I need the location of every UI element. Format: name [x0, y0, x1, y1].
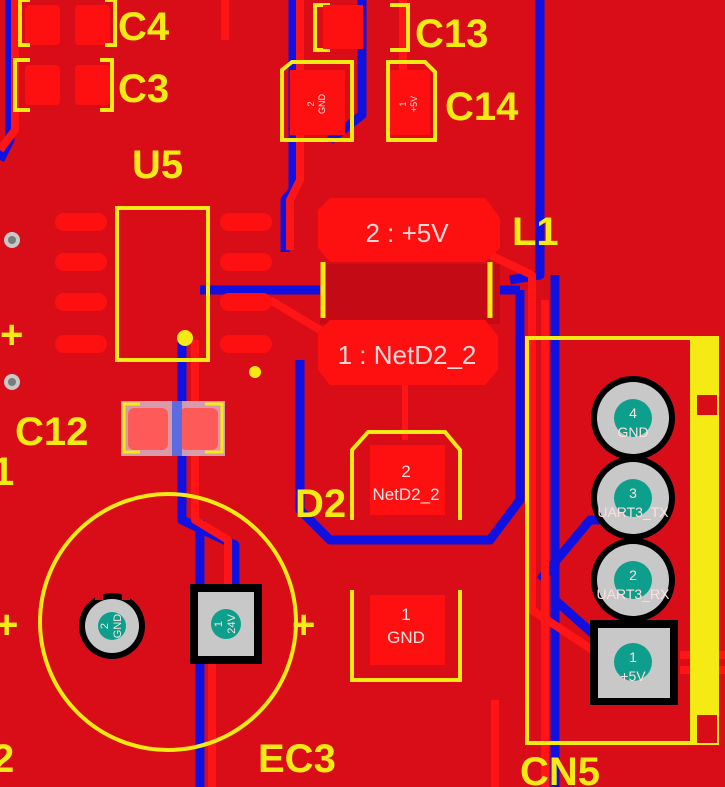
cn5-pad3-net: UART3_TX [597, 504, 669, 520]
cn5-pad4-net: GND [617, 424, 648, 440]
c13-pad-2: 2 GND [280, 60, 354, 142]
cn5-designator: CN5 [520, 750, 600, 787]
c12-footprint [121, 401, 225, 456]
edge-designator-1: 1 [0, 450, 14, 494]
ec3-designator: EC3 [258, 737, 336, 781]
c13-designator: C13 [415, 12, 488, 56]
c4-designator: C4 [118, 5, 170, 49]
d2-pad2-net: NetD2_2 [372, 485, 439, 504]
d2-pad1-net: GND [387, 628, 425, 647]
cn5-pad4-number: 4 [629, 405, 637, 421]
c14-pad1-number: 1 [398, 101, 408, 106]
u5-footprint [55, 206, 272, 378]
cn5-pad2-net: UART3_RX [597, 586, 671, 602]
cn5-pad3-number: 3 [629, 485, 637, 501]
c14-pad-1: 1 +5V [386, 60, 437, 142]
l1-footprint: 2 : +5V 1 : NetD2_2 [318, 198, 500, 385]
plus-mark: + [292, 603, 315, 647]
d2-footprint: 2 NetD2_2 1 GND [350, 430, 462, 682]
c13-pad2-number: 2 [306, 101, 316, 106]
cn5-pad1-net: +5V [620, 668, 646, 684]
d2-pad2-number: 2 [401, 462, 410, 481]
ec3-pad2-net: GND [112, 614, 124, 639]
cn5-footprint: 4 GND 3 UART3_TX 2 UART3_RX 1 +5V [525, 336, 719, 745]
d2-pad1-number: 1 [401, 605, 410, 624]
ec3-pad2-number: 2 [99, 623, 111, 629]
plus-mark: + [0, 313, 23, 357]
c4-footprint [18, 0, 117, 47]
l1-pad2-label: 2 : +5V [365, 218, 449, 248]
cn5-pad2-number: 2 [629, 567, 637, 583]
l1-designator: L1 [512, 210, 559, 254]
c13-footprint [313, 3, 410, 52]
d2-designator: D2 [295, 482, 346, 526]
ec3-pad1-number: 1 [213, 621, 225, 627]
l1-copper-bridge [320, 264, 500, 324]
c12-designator: C12 [15, 410, 88, 454]
edge-designator-2: 2 [0, 737, 14, 781]
ec3-pad1-net: 24V [226, 614, 238, 634]
c14-designator: C14 [445, 85, 519, 129]
c13-pad2-net: GND [317, 94, 327, 115]
ec3-footprint: 2 GND 1 24V [38, 492, 298, 752]
c3-footprint [13, 58, 114, 112]
u5-pin1-dot [177, 330, 193, 346]
plus-mark: + [0, 603, 18, 647]
c3-designator: C3 [118, 67, 169, 111]
cn5-pad1-number: 1 [629, 649, 637, 665]
l1-pad1-label: 1 : NetD2_2 [338, 340, 477, 370]
c14-pad1-net: +5V [409, 96, 419, 112]
u5-designator: U5 [132, 143, 183, 187]
